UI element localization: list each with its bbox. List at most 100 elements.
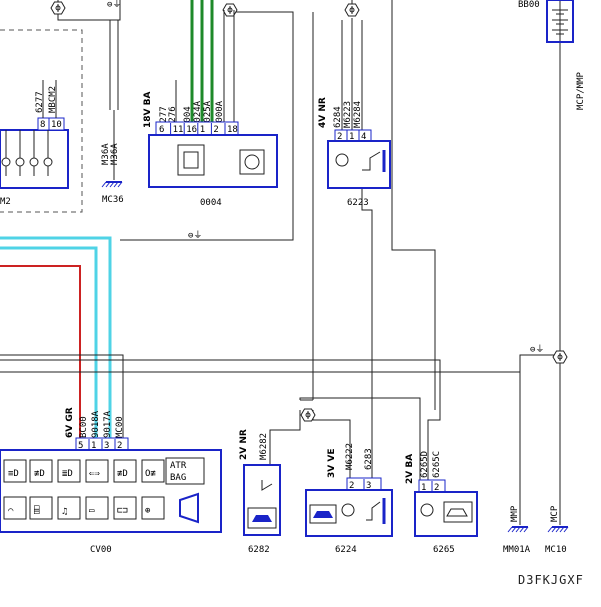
reference-code: D3FKJGXF bbox=[518, 573, 584, 587]
wire-6284: 6284 bbox=[333, 106, 343, 128]
wire-2004: 2004 bbox=[183, 106, 193, 128]
icon-airbag-line1: ATR bbox=[170, 461, 187, 471]
component-bb00: BB00 MCP/MMP bbox=[518, 0, 586, 110]
wire-6277b: 6277 bbox=[159, 106, 169, 128]
6265-label: 6265 bbox=[433, 545, 455, 555]
pins6223-pin-0: 2 bbox=[337, 132, 342, 142]
0004-box bbox=[148, 134, 278, 188]
wire-m6282: M6282 bbox=[259, 433, 269, 460]
pins6224-pin-1: 3 bbox=[366, 481, 371, 491]
ground-symbol-right: ⊖⏚ bbox=[530, 344, 544, 355]
splice-hex-1 bbox=[50, 1, 66, 15]
ground-symbol-top: ⊖⏚ bbox=[107, 0, 121, 10]
connector-18v-ba: 18V BA bbox=[143, 92, 153, 128]
pinscv00-pin-3: 2 bbox=[117, 441, 122, 451]
pins0004-pin-5: 18 bbox=[227, 125, 238, 135]
wire-bc00: BC00 bbox=[79, 416, 89, 438]
cv00-icon-grid bbox=[3, 459, 165, 520]
mm01a-label: MM01A bbox=[503, 545, 531, 555]
pins0004-pin-2: 16 bbox=[186, 125, 197, 135]
connector-2v-nr: 2V NR bbox=[239, 429, 249, 460]
component-0004: 18V BA 6277 6276 2004 9024A 9025A M000A … bbox=[143, 92, 278, 208]
connector-4v-nr: 4V NR bbox=[318, 97, 328, 128]
pins6223-pin-2: 4 bbox=[361, 132, 366, 142]
motor-icon-6224 bbox=[341, 503, 355, 517]
wire-6265c: 6265C bbox=[432, 451, 442, 478]
pinscv00-pin-0: 5 bbox=[78, 441, 83, 451]
top-wiring bbox=[57, 0, 436, 478]
6224-label: 6224 bbox=[335, 545, 357, 555]
wire-9017a: 9017A bbox=[103, 410, 113, 438]
icon-lowbeam: ≢D bbox=[34, 469, 45, 479]
icon-headlight: ≡D bbox=[8, 469, 19, 479]
icon-foglight: ≣D bbox=[62, 469, 73, 479]
pins0004-pin-3: 1 bbox=[200, 125, 205, 135]
6265-box bbox=[414, 491, 478, 537]
icon-wiper: ⌒ bbox=[8, 506, 14, 516]
car-icon-6224 bbox=[313, 511, 333, 518]
wire-m6222: M6222 bbox=[345, 443, 355, 470]
motor-icon-6223 bbox=[335, 153, 349, 167]
icon-pump: ⊏⊐ bbox=[117, 506, 128, 516]
pins6265-pin-1: 2 bbox=[434, 483, 439, 493]
connector-3v-ve: 3V VE bbox=[327, 449, 337, 478]
icon-brake: ⊕ bbox=[145, 506, 150, 516]
wire-9018a: 9018A bbox=[91, 410, 101, 438]
0004-label: 0004 bbox=[200, 198, 222, 208]
m2-pin-10: 10 bbox=[51, 120, 62, 130]
icon-frontfog: ≢D bbox=[117, 469, 128, 479]
wire-mbcm2: MBCM2 bbox=[48, 86, 58, 113]
wire-9025a: 9025A bbox=[203, 100, 213, 128]
icon-music: ♫ bbox=[62, 507, 67, 517]
wire-mmp: MMP bbox=[510, 505, 520, 522]
wire-mcp: MCP bbox=[550, 505, 560, 522]
mc36-label: MC36 bbox=[102, 195, 124, 205]
connector-6v-gr: 6V GR bbox=[65, 407, 75, 438]
gauge-icon bbox=[244, 154, 260, 170]
icon-rearwiper: ⌸ bbox=[34, 505, 40, 516]
splice-hex-5 bbox=[552, 350, 568, 364]
wire-m6284: M6284 bbox=[353, 101, 363, 128]
car-icon-6265 bbox=[446, 508, 468, 517]
icon-airbag-line2: BAG bbox=[170, 473, 186, 483]
wire-6283: 6283 bbox=[364, 448, 374, 470]
wire-m36a-2: M36A bbox=[110, 143, 120, 165]
wire-m000a: M000A bbox=[215, 100, 225, 128]
mc10-label: MC10 bbox=[545, 545, 567, 555]
pins6223-pin-1: 1 bbox=[349, 132, 354, 142]
pins0004-pin-4: 2 bbox=[213, 125, 218, 135]
mc36-ground: M36A M36A MC36 bbox=[101, 110, 124, 205]
mm01a-ground: MMP MM01A bbox=[503, 505, 531, 555]
car-door-icon bbox=[252, 515, 272, 522]
icon-indicators: ⇐⇒ bbox=[89, 469, 100, 479]
m2-pin-8: 8 bbox=[40, 120, 45, 130]
icon-rearfog: O≢ bbox=[145, 469, 156, 479]
wire-9024a: 9024A bbox=[193, 100, 203, 128]
pinscv00-pin-1: 1 bbox=[91, 441, 96, 451]
bb00-label: BB00 bbox=[518, 0, 540, 10]
pinscv00-pin-2: 3 bbox=[104, 441, 109, 451]
wire-6265d: 6265D bbox=[420, 451, 430, 478]
6223-box bbox=[327, 140, 391, 189]
icon-car: ▭ bbox=[89, 506, 95, 516]
pins6265-pin-0: 1 bbox=[421, 483, 426, 493]
wire-mc00: MC00 bbox=[115, 416, 125, 438]
mc10-ground: MCP MC10 bbox=[545, 505, 569, 555]
6282-label: 6282 bbox=[248, 545, 270, 555]
6224-box bbox=[305, 489, 393, 537]
cv00-label: CV00 bbox=[90, 545, 112, 555]
cv00-box bbox=[0, 449, 222, 533]
green-wires bbox=[190, 0, 214, 122]
6223-label: 6223 bbox=[347, 198, 369, 208]
splice-hex-2 bbox=[222, 3, 238, 17]
battery-box bbox=[546, 0, 574, 43]
component-6282: 2V NR M6282 6282 bbox=[239, 429, 281, 555]
horn-icon bbox=[179, 492, 199, 524]
lower-right-wiring bbox=[0, 0, 561, 525]
wire-m36a-1: M36A bbox=[101, 143, 111, 165]
pins0004-pin-0: 6 bbox=[159, 125, 164, 135]
